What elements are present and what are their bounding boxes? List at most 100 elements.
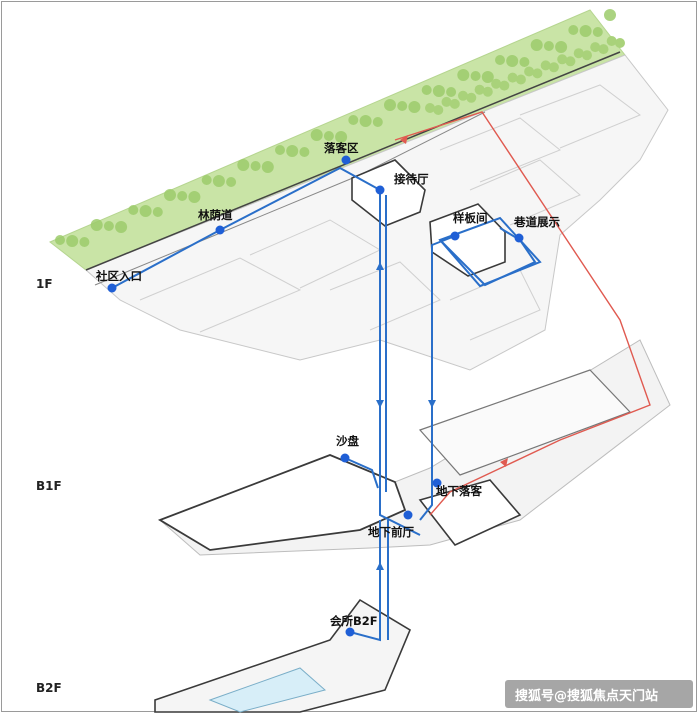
tree bbox=[335, 131, 348, 143]
tree-row bbox=[55, 9, 625, 247]
tree bbox=[590, 42, 601, 53]
watermark: 搜狐号@搜狐焦点天门站 bbox=[505, 680, 693, 708]
tree bbox=[275, 145, 285, 155]
tree bbox=[177, 191, 188, 201]
tree bbox=[384, 99, 396, 111]
tree bbox=[441, 96, 452, 107]
tree bbox=[524, 66, 535, 77]
tree bbox=[397, 101, 408, 111]
tree bbox=[446, 87, 457, 97]
tree bbox=[90, 219, 103, 231]
tree bbox=[348, 115, 359, 125]
tree bbox=[226, 177, 237, 187]
tree bbox=[164, 189, 176, 201]
tree bbox=[557, 54, 568, 65]
tree bbox=[201, 175, 212, 185]
tree bbox=[507, 72, 518, 83]
tree bbox=[555, 41, 568, 53]
tree bbox=[466, 92, 477, 103]
node-tree-avenue bbox=[215, 225, 225, 235]
node-sand-table bbox=[340, 453, 350, 463]
tree bbox=[66, 235, 79, 247]
tree bbox=[359, 115, 372, 127]
level-1f bbox=[49, 9, 669, 371]
tree bbox=[432, 85, 445, 97]
floor-label-b2f: B2F bbox=[36, 681, 62, 695]
tree bbox=[449, 98, 460, 109]
tree bbox=[568, 25, 579, 35]
tree bbox=[474, 84, 485, 95]
tree bbox=[433, 105, 444, 115]
level-b1f bbox=[157, 339, 671, 556]
tree bbox=[458, 90, 468, 101]
tree bbox=[495, 55, 505, 65]
tree bbox=[592, 27, 603, 37]
car-route bbox=[394, 111, 651, 516]
level-b2f bbox=[154, 598, 412, 713]
b1-drop-off-block bbox=[418, 479, 522, 546]
tree bbox=[237, 159, 250, 171]
b1-main-wall bbox=[157, 454, 407, 551]
tree bbox=[115, 221, 128, 233]
tree bbox=[103, 221, 114, 231]
tree bbox=[261, 161, 274, 173]
tree bbox=[515, 74, 526, 85]
label-model-room: 样板间 bbox=[453, 211, 488, 225]
label-underground-drop-off: 地下落客 bbox=[436, 484, 482, 498]
tree bbox=[457, 69, 470, 81]
tree bbox=[421, 85, 432, 95]
tree bbox=[212, 175, 225, 187]
tree bbox=[286, 145, 299, 157]
road-edge bbox=[85, 51, 621, 271]
node-underground-lobby bbox=[403, 510, 413, 520]
tree bbox=[481, 71, 494, 83]
tree bbox=[540, 60, 551, 71]
route-arrows bbox=[376, 262, 436, 570]
b2-slab-outline bbox=[154, 598, 412, 713]
label-reception: 接待厅 bbox=[394, 172, 429, 186]
label-tree-avenue: 林荫道 bbox=[198, 208, 233, 222]
tree bbox=[532, 68, 543, 79]
tree bbox=[482, 86, 493, 97]
b1-pool bbox=[418, 369, 632, 476]
tree bbox=[615, 38, 625, 48]
tree bbox=[573, 48, 584, 59]
tree bbox=[310, 129, 323, 141]
tree bbox=[188, 191, 201, 203]
tree bbox=[506, 55, 519, 67]
tree bbox=[79, 237, 90, 247]
node-reception bbox=[375, 185, 385, 195]
label-underground-lobby: 地下前厅 bbox=[368, 525, 414, 539]
node-drop-off bbox=[341, 155, 351, 165]
label-drop-off: 落客区 bbox=[324, 141, 359, 155]
tree bbox=[543, 41, 554, 51]
tree bbox=[548, 62, 559, 73]
tree bbox=[582, 50, 592, 61]
tree bbox=[499, 80, 510, 91]
tree bbox=[250, 161, 261, 171]
tree bbox=[606, 36, 617, 46]
tree bbox=[565, 56, 576, 67]
label-clubhouse-b2f: 会所B2F bbox=[329, 614, 378, 628]
tree bbox=[128, 205, 139, 215]
floor-label-1f: 1F bbox=[36, 277, 53, 291]
floor-label-b1f: B1F bbox=[36, 479, 62, 493]
tree bbox=[425, 103, 435, 113]
tree bbox=[323, 131, 334, 141]
lane-display-frame bbox=[438, 216, 542, 288]
tree bbox=[470, 71, 481, 81]
node-clubhouse bbox=[345, 627, 355, 637]
label-lane-display: 巷道展示 bbox=[513, 215, 560, 229]
reception-building bbox=[351, 159, 426, 227]
tree bbox=[519, 57, 530, 67]
tree bbox=[530, 39, 543, 51]
node-model-room bbox=[450, 231, 460, 241]
tree bbox=[579, 25, 592, 37]
tree bbox=[604, 9, 616, 21]
car-route-arrows bbox=[400, 135, 508, 467]
label-community-entrance: 社区入口 bbox=[95, 269, 142, 283]
pedestrian-route bbox=[111, 166, 537, 642]
